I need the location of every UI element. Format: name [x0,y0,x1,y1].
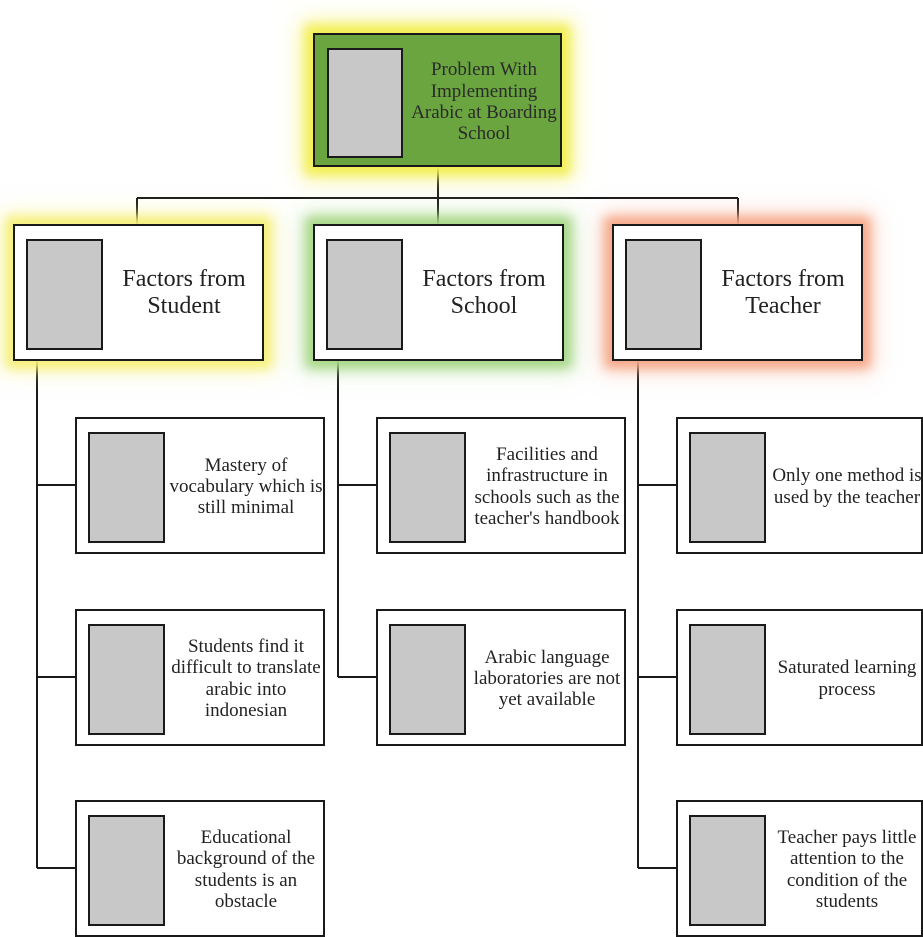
category-label: Factors from School [422,266,546,319]
image-placeholder [326,239,403,350]
factor-text: Educational background of the students i… [176,826,316,912]
image-placeholder [689,815,766,926]
factor-text: Students find it difficult to translate … [171,635,321,721]
teacher-factor-2: Saturated learning process [676,609,923,746]
image-placeholder [389,432,466,543]
image-placeholder [625,239,702,350]
factor-text: Teacher pays little attention to the con… [777,826,917,912]
category-school: Factors from School [313,224,564,361]
image-placeholder [389,624,466,735]
image-placeholder [327,48,403,158]
student-factor-3: Educational background of the students i… [75,800,325,937]
school-factor-1: Facilities and infrastructure in schools… [376,417,626,554]
root-node: Problem With Implementing Arabic at Boar… [313,33,562,167]
image-placeholder [689,624,766,735]
factor-text: Arabic language laboratories are not yet… [473,646,621,711]
root-title: Problem With Implementing Arabic at Boar… [411,59,557,145]
image-placeholder [88,624,165,735]
factor-text: Saturated learning process [777,657,917,700]
school-factor-2: Arabic language laboratories are not yet… [376,609,626,746]
image-placeholder [689,432,766,543]
student-factor-2: Students find it difficult to translate … [75,609,325,746]
factor-text: Only one method is used by the teacher [772,465,922,508]
factor-text: Mastery of vocabulary which is still min… [169,454,323,519]
student-factor-1: Mastery of vocabulary which is still min… [75,417,325,554]
category-teacher: Factors from Teacher [612,224,863,361]
category-label: Factors from Student [122,266,246,319]
image-placeholder [88,815,165,926]
teacher-factor-3: Teacher pays little attention to the con… [676,800,923,937]
teacher-factor-1: Only one method is used by the teacher [676,417,923,554]
category-student: Factors from Student [13,224,264,361]
category-label: Factors from Teacher [721,266,845,319]
image-placeholder [88,432,165,543]
image-placeholder [26,239,103,350]
factor-text: Facilities and infrastructure in schools… [474,443,620,529]
